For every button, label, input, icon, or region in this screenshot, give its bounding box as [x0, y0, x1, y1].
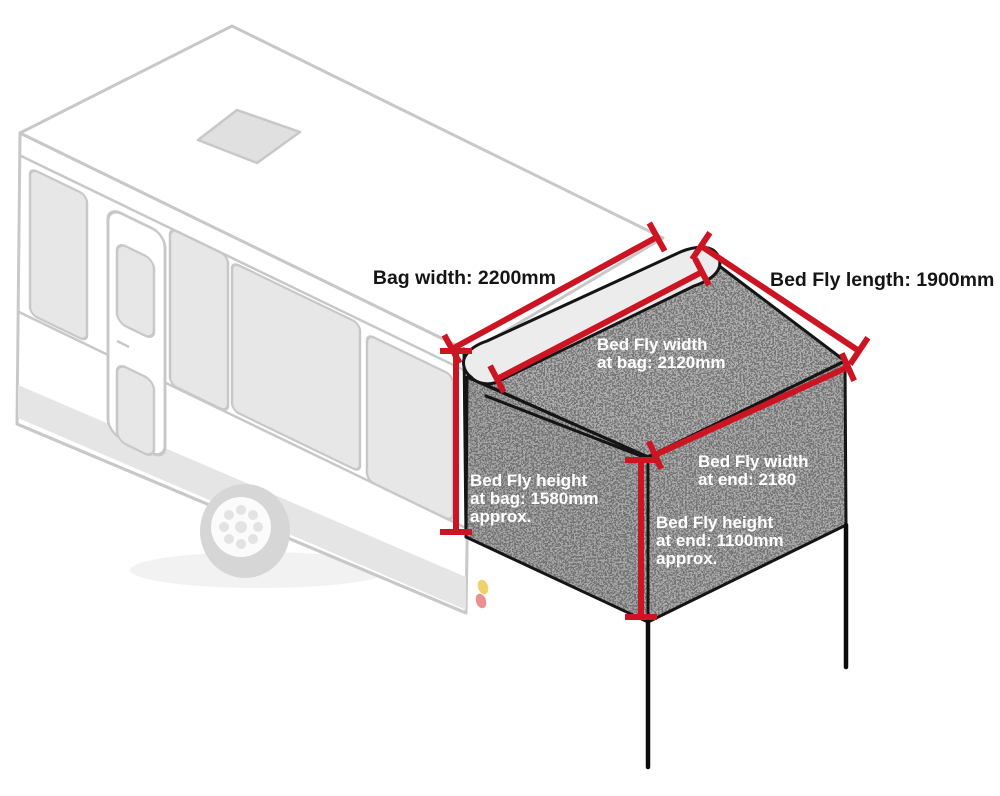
dim-width-at-bag	[487, 257, 712, 394]
caravan-roof	[18, 24, 665, 354]
bed-fly-seam-line	[484, 394, 648, 460]
height-at-bag-label: Bed Fly height at bag: 1580mm approx.	[470, 471, 603, 526]
tail-lights	[475, 579, 489, 609]
caravan-fascia-line	[18, 153, 471, 375]
door-handle	[116, 339, 130, 349]
bed-fly	[462, 245, 849, 770]
height-at-end-label: Bed Fly height at end: 1100mm approx.	[656, 513, 788, 568]
caravan-window	[168, 229, 230, 411]
dim-height-at-end	[625, 457, 657, 620]
caravan-windows	[28, 169, 455, 521]
caravan-window	[28, 169, 89, 341]
bed-fly-bag	[462, 245, 722, 386]
dim-width-at-end	[646, 352, 857, 470]
bed-fly-length-label: Bed Fly length: 1900mm	[770, 269, 994, 291]
bed-fly-top-face	[468, 262, 845, 457]
width-at-end-label: Bed Fly width at end: 2180	[698, 452, 813, 489]
dim-height-at-bag	[440, 348, 472, 535]
bed-fly-caravan-edge	[462, 347, 468, 539]
tail-light-amber	[477, 579, 489, 595]
bed-fly-fabric	[466, 262, 846, 622]
dimension-annotations	[440, 221, 871, 620]
dim-bed-fly-length	[689, 231, 871, 366]
caravan-window	[230, 263, 362, 471]
bed-fly-right-face	[648, 361, 846, 622]
caravan-wheel	[200, 484, 290, 578]
width-at-bag-label: Bed Fly width at bag: 2120mm	[597, 335, 726, 372]
caravan-door	[106, 210, 167, 457]
wheel-lug-holes	[219, 505, 263, 549]
wheel-hub	[235, 521, 247, 533]
caravan-illustration	[15, 24, 665, 615]
bag-width-label: Bag width: 2200mm	[373, 267, 556, 289]
roof-hatch	[196, 108, 302, 165]
dimension-labels: Bag width: 2200mm Bed Fly length: 1900mm…	[373, 267, 994, 568]
door-window-upper	[115, 244, 156, 338]
door-window-lower	[115, 365, 156, 456]
tail-light-red	[475, 593, 487, 609]
